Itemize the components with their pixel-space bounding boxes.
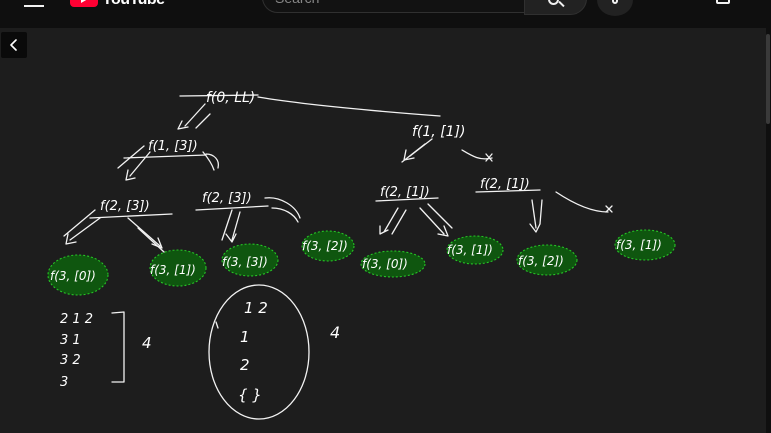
highlight-leaf-8-edge [614, 229, 676, 261]
search-bar [262, 0, 587, 15]
edge-l1-a-return [117, 145, 145, 169]
combo-line: 2 1 2 [60, 312, 93, 327]
highlight-leaf-2-edge [149, 249, 207, 287]
highlight-leaf-7-edge [516, 244, 578, 276]
menu-icon[interactable] [24, 0, 46, 8]
search-icon-handle [558, 0, 565, 8]
highlight-leaf-8 [615, 230, 675, 260]
tree-leaf: f(3, [2]) [302, 239, 348, 253]
edge-l2a-a-return [63, 209, 96, 237]
youtube-logo-icon [70, 0, 98, 7]
node-underlines [89, 94, 541, 219]
tree-leaf: f(3, [0]) [50, 269, 96, 283]
tree-leaf: f(3, [3]) [222, 255, 268, 269]
create-icon[interactable] [716, 0, 730, 4]
tree-leaf: f(3, [0]) [362, 257, 408, 271]
edge-r2b-b-mark [605, 205, 613, 213]
underline-n6 [475, 189, 541, 193]
highlight-leaf-1-edge [47, 254, 109, 296]
edge-l2b-b [264, 197, 301, 223]
edge-r2a-a-return [391, 209, 407, 235]
edge-r2b-b [555, 191, 609, 213]
highlight-leaf-4-edge [301, 230, 355, 262]
combo-line: 3 [60, 375, 68, 390]
edge-root-left [177, 103, 206, 130]
search-button[interactable] [524, 0, 587, 15]
highlight-leaf-5-edge [360, 250, 426, 278]
tree-node: f(2, [1]) [380, 185, 430, 200]
highlight-leaf-6 [447, 236, 503, 264]
video-player[interactable]: f(0, LL) f(1, [3]) f(1, [1]) f(2, [3]) f… [0, 28, 766, 433]
edge-r2a-b [419, 207, 449, 237]
top-bar: YouTube [0, 0, 771, 28]
combo-count-left: 4 [142, 334, 152, 352]
highlight-leaf-5 [361, 251, 425, 277]
circled-value: 2 [240, 356, 250, 374]
edge-root-right [257, 96, 441, 117]
underline-root [179, 94, 259, 97]
notification-icon[interactable] [752, 0, 764, 4]
tree-node: f(2, [1]) [480, 177, 530, 192]
edge-l1-b [202, 151, 220, 171]
circled-value: { } [238, 386, 262, 404]
edge-l2b-a [221, 209, 233, 241]
edge-r1-b [461, 149, 493, 160]
edge-r2a-a [379, 207, 399, 235]
combo-line: 3 1 [60, 333, 81, 348]
scrollbar-thumb[interactable] [766, 34, 770, 124]
tree-leaf: f(3, [1]) [447, 243, 493, 257]
search-input[interactable] [262, 0, 524, 13]
tree-edges [63, 96, 613, 253]
underline-n4 [195, 205, 269, 211]
edge-root-left-return [195, 113, 211, 129]
highlight-leaf-4 [302, 231, 354, 261]
combos-bracket [111, 311, 125, 383]
chevron-left-icon [10, 39, 17, 51]
tree-root-node: f(0, LL) [206, 90, 255, 106]
underline-n5 [375, 197, 439, 202]
back-button[interactable] [1, 32, 27, 58]
edge-r2a-b-return [427, 203, 453, 229]
tree-leaf: f(3, [1]) [150, 263, 196, 277]
edge-l1-a [125, 151, 151, 181]
tree-leaf: f(3, [1]) [616, 238, 662, 252]
highlight-leaf-3 [222, 244, 278, 276]
edge-r2b-a-return [539, 199, 543, 225]
tree-leaf: f(3, [2]) [518, 254, 564, 268]
mic-icon [612, 0, 618, 4]
underline-n1 [123, 154, 207, 159]
tree-node: f(2, [3]) [100, 199, 150, 214]
edge-l2a-a [65, 217, 101, 245]
voice-search-button[interactable] [597, 0, 633, 16]
edge-l2b-a-2 [225, 211, 241, 243]
tree-node: f(1, [1]) [412, 124, 466, 140]
highlight-leaf-7 [517, 245, 577, 275]
edge-l2a-b [127, 217, 163, 249]
highlight-leaf-6-edge [446, 235, 504, 265]
edge-r2b-a [529, 199, 541, 233]
tree-node: f(2, [3]) [202, 191, 252, 206]
whiteboard-drawing: f(0, LL) f(1, [3]) f(1, [1]) f(2, [3]) f… [47, 90, 676, 420]
ellipse-mark [215, 321, 219, 329]
underline-n3 [89, 213, 173, 219]
circled-results-ellipse [208, 284, 310, 420]
search-icon [548, 0, 559, 5]
highlight-leaf-2 [150, 250, 206, 286]
circled-value: 1 [240, 328, 250, 346]
youtube-logo[interactable]: YouTube [70, 0, 165, 8]
scrollbar-track[interactable] [766, 28, 771, 433]
tree-node: f(1, [3]) [148, 139, 198, 154]
highlight-leaf-3-edge [221, 243, 279, 277]
highlight-leaf-1 [48, 255, 108, 295]
edge-l2a-b-return [137, 227, 165, 253]
logo-text: YouTube [102, 0, 165, 8]
circled-value: 1 2 [244, 299, 268, 317]
combo-line: 3 2 [60, 353, 81, 368]
combo-count-right: 4 [330, 323, 340, 342]
leaf-highlights [47, 229, 676, 296]
edge-r1-a-return [401, 143, 426, 163]
edge-r1-b-mark [485, 153, 493, 162]
